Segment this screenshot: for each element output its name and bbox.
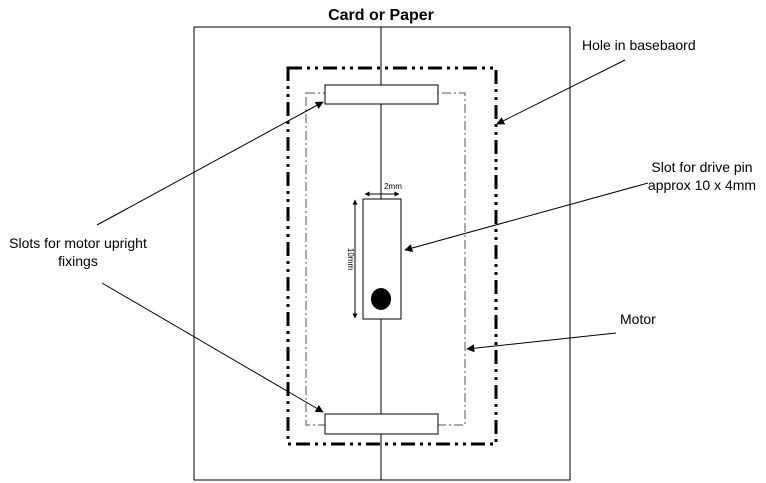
drive-slot-leader	[404, 182, 649, 252]
motor-outline	[305, 92, 466, 426]
drive-pin	[371, 288, 391, 310]
upright-slot-bottom	[324, 413, 439, 435]
slots-label-line2: fixings	[58, 253, 98, 269]
drive-slot-label-line1: Slot for drive pin	[651, 159, 752, 175]
slots-leader-top	[96, 101, 324, 226]
motor-leader	[466, 332, 617, 353]
card-outline	[193, 26, 571, 481]
baseboard-hole-outline	[286, 66, 498, 446]
diagram-title: Card or Paper	[328, 7, 434, 24]
hole-label: Hole in basebaord	[582, 37, 696, 53]
slots-leader-bottom	[101, 282, 324, 413]
hole-leader	[496, 59, 626, 125]
slots-label-line1: Slots for motor upright	[9, 235, 147, 251]
upright-slot-top	[324, 84, 439, 105]
drive-slot-label-line2: approx 10 x 4mm	[648, 177, 756, 193]
height-dimension-label: 10mm	[346, 248, 355, 271]
width-dimension-label: 2mm	[384, 182, 402, 191]
motor-label: Motor	[620, 311, 656, 327]
